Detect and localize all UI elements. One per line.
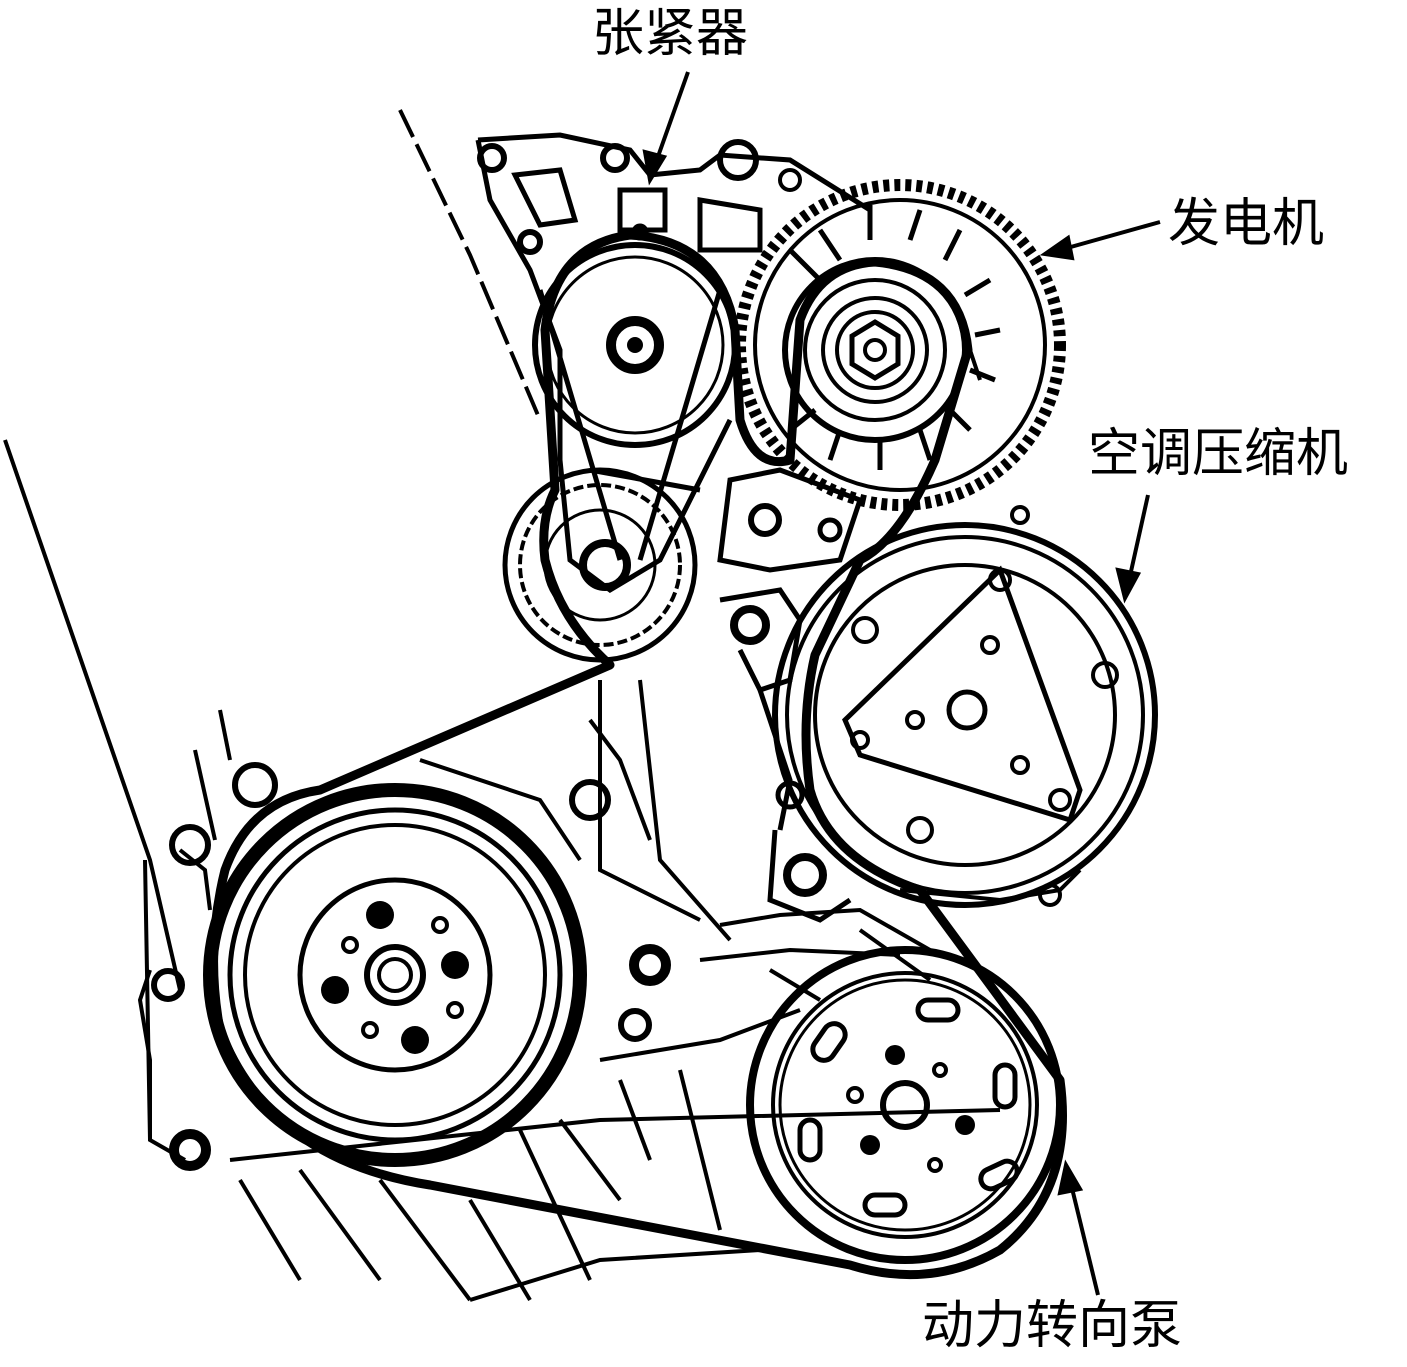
alternator-bracket [717, 467, 864, 923]
tensioner-label: 张紧器 [592, 4, 749, 64]
ac-compressor-label: 空调压缩机 [1088, 424, 1349, 484]
ac-compressor [772, 505, 1158, 908]
power-steering-pump-label: 动力转向泵 [922, 1296, 1183, 1356]
leader-arrows [642, 71, 1161, 1296]
power-steering-pump [746, 946, 1064, 1264]
alternator-label: 发电机 [1168, 194, 1325, 254]
block-bolts [151, 762, 671, 1171]
serpentine-belt [209, 230, 1067, 1280]
